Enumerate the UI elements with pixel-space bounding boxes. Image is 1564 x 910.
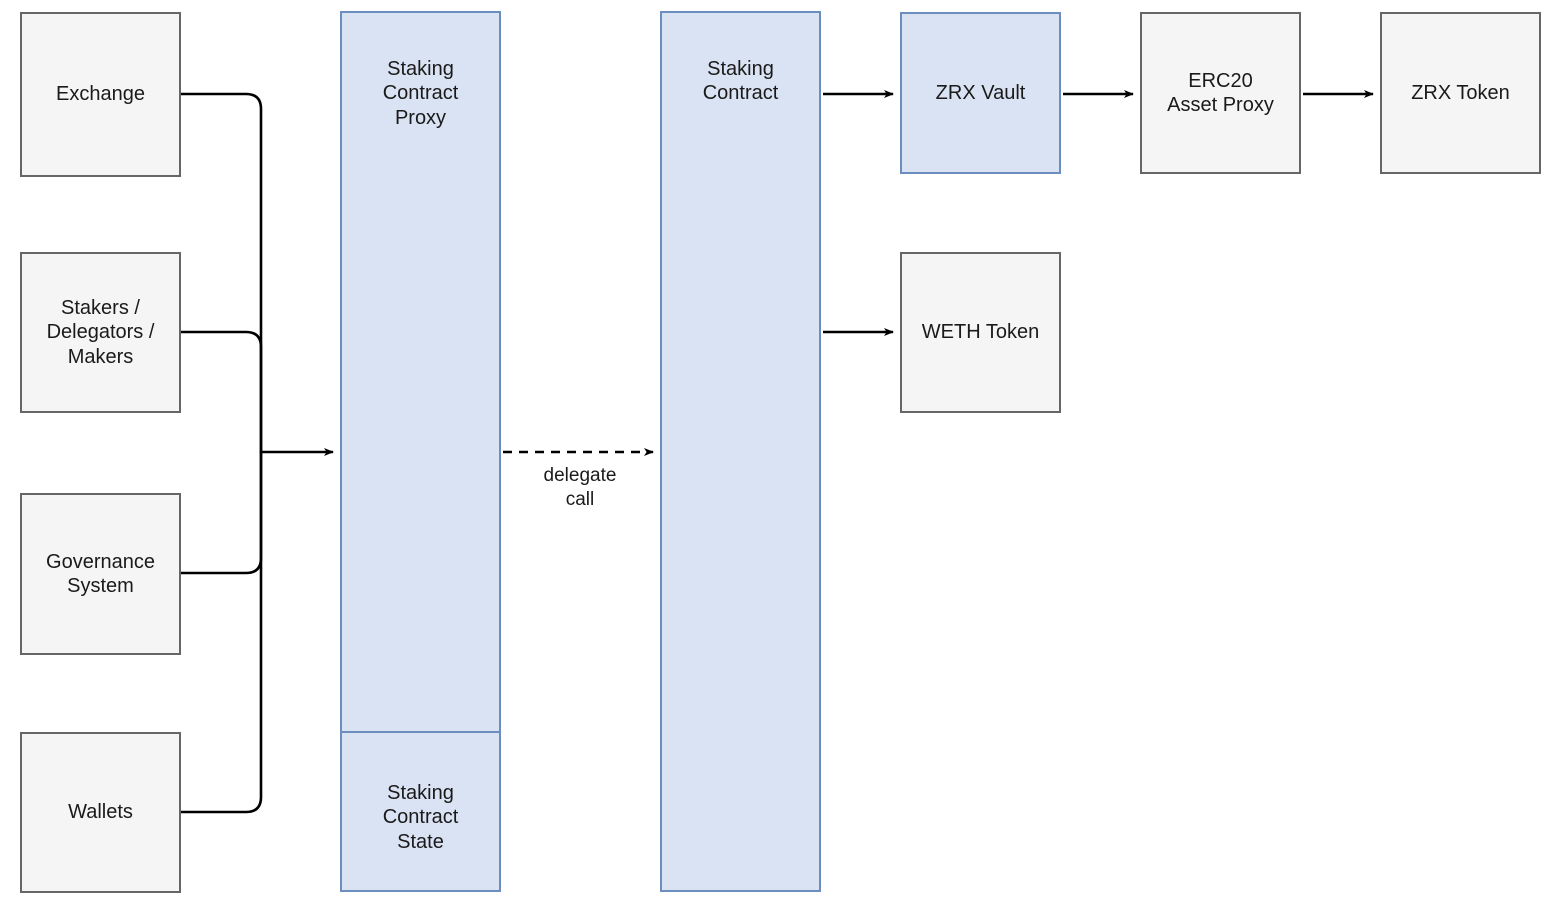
node-weth-token-label: WETH Token [921, 321, 1040, 344]
node-exchange-label: Exchange [56, 83, 145, 106]
node-wallets[interactable]: Wallets [20, 732, 181, 893]
edge-label-delegate-call: delegate call [543, 465, 617, 510]
node-governance-system-label: Governance System [46, 550, 155, 597]
node-staking-contract-label: Staking Contract [702, 58, 779, 105]
node-stakers-delegators-makers[interactable]: Stakers / Delegators / Makers [20, 252, 181, 413]
node-governance-system[interactable]: Governance System [20, 493, 181, 655]
edge-governance-to-proxy [179, 450, 263, 575]
node-exchange[interactable]: Exchange [20, 12, 181, 177]
node-staking-contract-proxy[interactable]: Staking Contract Proxy [340, 11, 501, 731]
edge-stakers-to-proxy [179, 330, 263, 454]
node-weth-token[interactable]: WETH Token [900, 252, 1061, 413]
node-erc20-asset-proxy[interactable]: ERC20 Asset Proxy [1140, 12, 1301, 174]
node-staking-contract[interactable]: Staking Contract [660, 11, 821, 892]
node-zrx-vault[interactable]: ZRX Vault [900, 12, 1061, 174]
node-staking-contract-state[interactable]: Staking Contract State [340, 731, 501, 892]
edge-wallets-to-proxy [179, 450, 263, 814]
node-erc20-asset-proxy-label: ERC20 Asset Proxy [1167, 69, 1274, 116]
node-staking-contract-proxy-label: Staking Contract Proxy [382, 58, 459, 129]
node-zrx-token[interactable]: ZRX Token [1380, 12, 1541, 174]
edge-exchange-to-proxy [179, 92, 263, 454]
node-staking-contract-state-label: Staking Contract State [382, 782, 459, 853]
node-stakers-delegators-makers-label: Stakers / Delegators / Makers [46, 296, 155, 368]
node-zrx-vault-label: ZRX Vault [935, 81, 1026, 104]
node-wallets-label: Wallets [68, 801, 133, 824]
node-zrx-token-label: ZRX Token [1411, 81, 1510, 104]
